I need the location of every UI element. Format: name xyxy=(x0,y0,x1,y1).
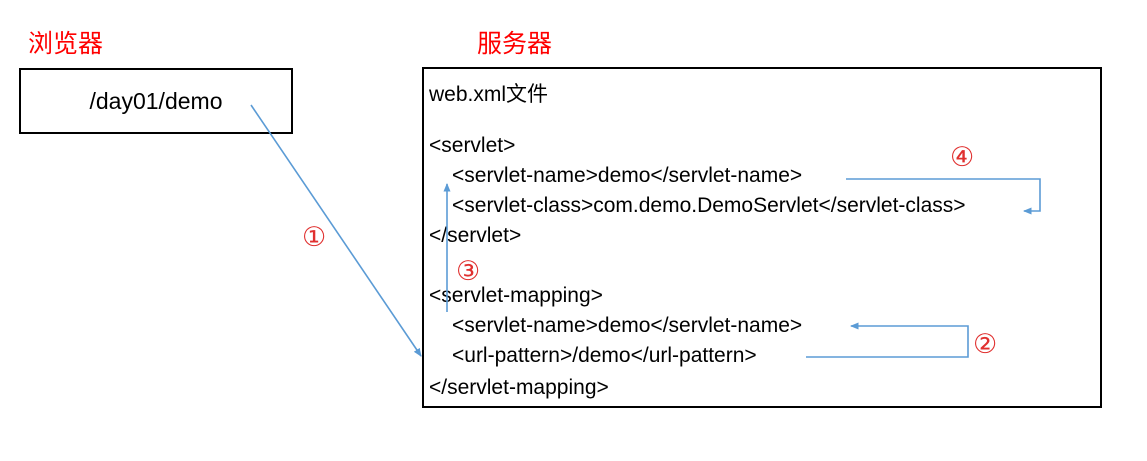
browser-title: 浏览器 xyxy=(28,29,104,58)
request-url: /day01/demo xyxy=(89,87,223,114)
arrow-request-icon xyxy=(250,104,422,357)
xml-line-servlet-class: <servlet-class>com.demo.DemoServlet</ser… xyxy=(452,194,966,217)
step-4-badge: ④ xyxy=(950,142,975,173)
step-3-badge: ③ xyxy=(456,256,481,287)
xml-line-servlet-open: <servlet> xyxy=(429,134,516,157)
step-1-badge: ① xyxy=(302,222,327,253)
xml-line-url-pattern: <url-pattern>/demo</url-pattern> xyxy=(452,344,757,367)
xml-line-mapping-name: <servlet-name>demo</servlet-name> xyxy=(452,314,803,337)
xml-line-servlet-name: <servlet-name>demo</servlet-name> xyxy=(452,164,803,187)
server-title: 服务器 xyxy=(477,29,553,58)
xml-line-servlet-close: </servlet> xyxy=(429,224,522,247)
xml-line-mapping-open: <servlet-mapping> xyxy=(429,284,603,307)
server-box: web.xml文件 <servlet> <servlet-name>demo</… xyxy=(422,67,1102,408)
webxml-file-title: web.xml文件 xyxy=(429,83,549,106)
browser-box: /day01/demo xyxy=(19,68,293,134)
xml-line-mapping-close: </servlet-mapping> xyxy=(429,376,609,399)
step-2-badge: ② xyxy=(973,329,998,360)
